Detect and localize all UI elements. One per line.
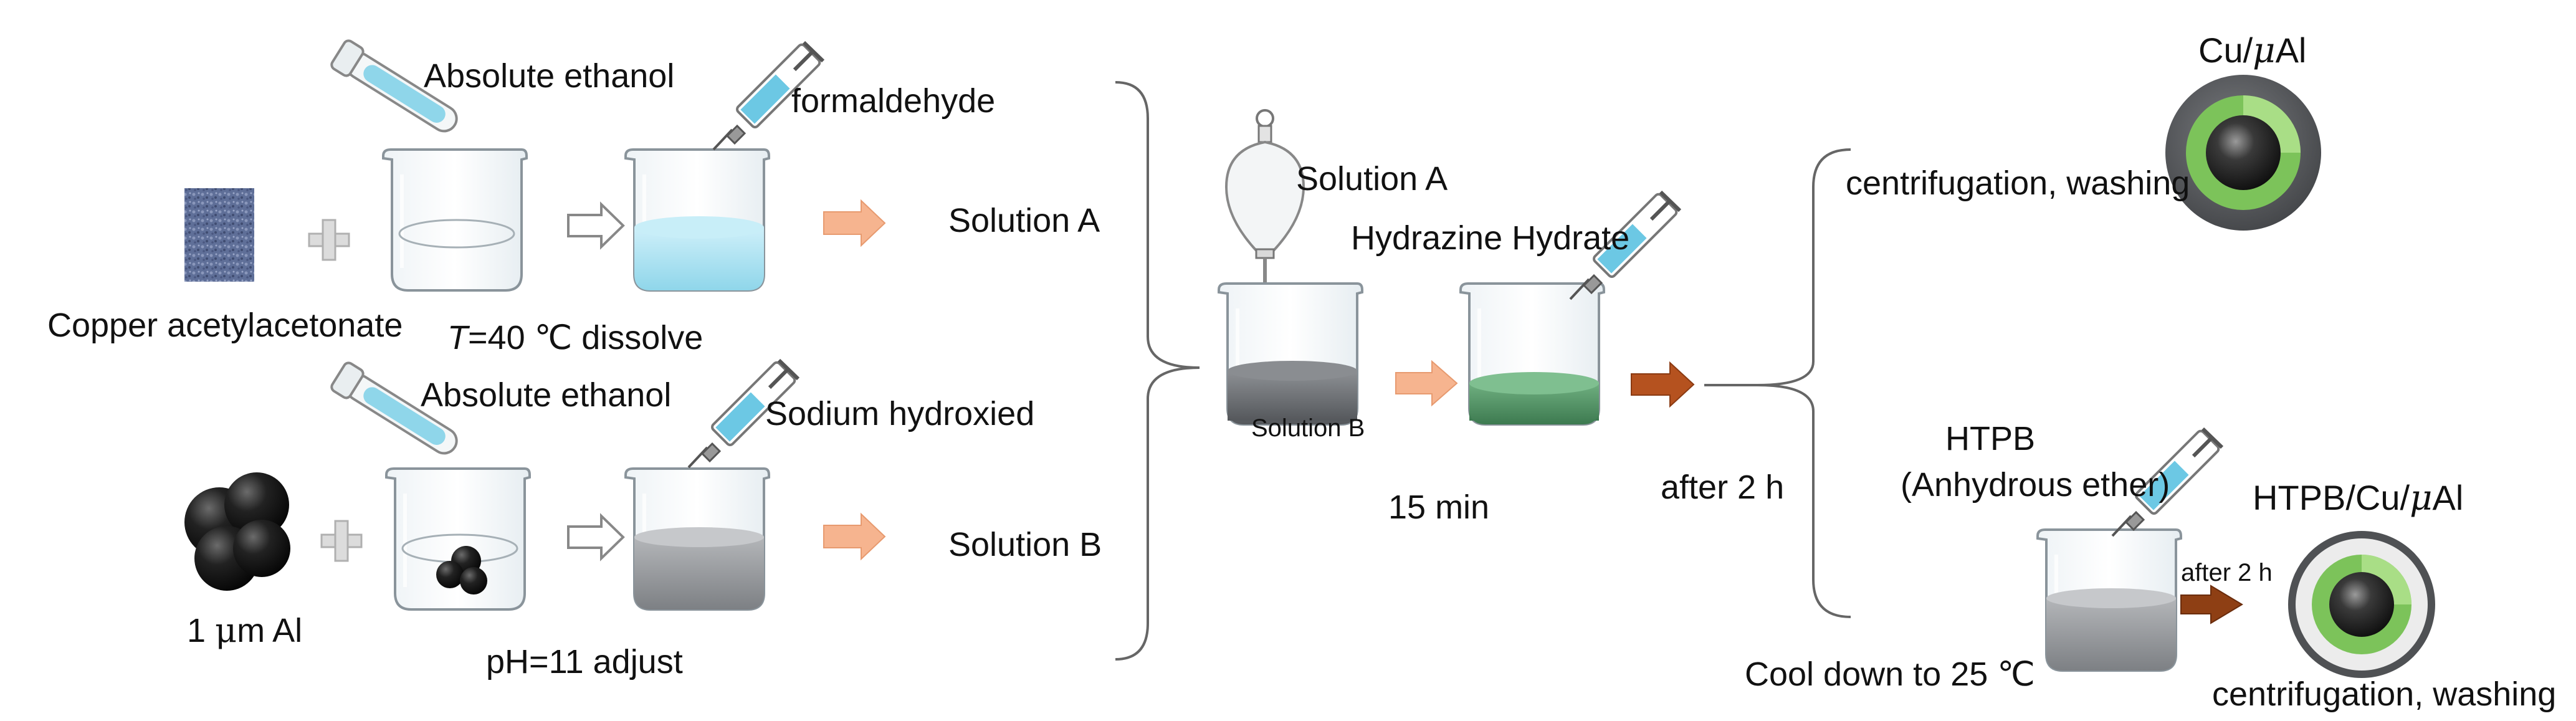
formaldehyde-label: formaldehyde [791, 82, 995, 120]
cu-al-label: Cu/μAl [2198, 31, 2306, 71]
centrifugation-washing-top-label: centrifugation, washing [1846, 165, 2190, 202]
beaker-icon [2038, 530, 2181, 671]
core-shell-sphere-icon [2165, 75, 2321, 231]
temp-dissolve-label: T=40 ℃ dissolve [447, 319, 703, 356]
brown-arrow-icon [1631, 361, 1695, 408]
beaker-icon [1219, 284, 1362, 424]
fifteen-min-label: 15 min [1388, 489, 1489, 526]
absolute-ethanol-label-top: Absolute ethanol [424, 57, 674, 95]
copper-acetylacetonate-label: Copper acetylacetonate [47, 307, 403, 344]
outline-arrow-icon [567, 513, 625, 561]
beaker-icon [386, 469, 530, 609]
copper-acetylacetonate-powder-icon [184, 188, 254, 282]
plus-icon [320, 520, 363, 562]
beaker-icon [1461, 284, 1604, 424]
beaker-icon [626, 469, 769, 609]
core-shell-sphere-icon [2288, 531, 2435, 678]
htpb-cu-al-label: HTPB/Cu/μAl [2253, 478, 2463, 518]
orange-arrow-icon [1395, 360, 1458, 407]
orange-arrow-icon [823, 512, 886, 561]
cool-down-label: Cool down to 25 ℃ [1745, 656, 2035, 693]
fork-lines [1704, 148, 1851, 618]
al-label: 1 μm Al [187, 611, 302, 650]
centrifugation-washing-bottom-label: centrifugation, washing [2212, 676, 2556, 713]
anhydrous-ether-label: (Anhydrous ether) [1901, 466, 2170, 504]
hydrazine-hydrate-label: Hydrazine Hydrate [1351, 219, 1629, 257]
after-2h-label: after 2 h [1661, 469, 1784, 506]
solution-a-funnel-label: Solution A [1296, 160, 1448, 198]
beaker-icon [383, 150, 527, 290]
al-particles-icon [184, 472, 290, 591]
solution-b-label-bottom: Solution B [948, 526, 1102, 563]
beaker-icon [626, 150, 769, 290]
solution-a-label-top: Solution A [948, 202, 1100, 239]
solution-b-in-beaker-label: Solution B [1251, 414, 1365, 442]
plus-icon [308, 219, 350, 261]
htpb-label: HTPB [1945, 420, 2035, 457]
after-2h-small-label: after 2 h [2181, 559, 2273, 586]
sodium-hydroxied-label: Sodium hydroxied [765, 395, 1034, 432]
ph-adjust-label: pH=11 adjust [486, 643, 683, 680]
brown-arrow-icon [2180, 585, 2243, 624]
orange-arrow-icon [823, 199, 886, 247]
outline-arrow-icon [567, 201, 625, 250]
absolute-ethanol-label-bottom: Absolute ethanol [421, 376, 671, 414]
curly-brace-icon [1115, 81, 1200, 661]
